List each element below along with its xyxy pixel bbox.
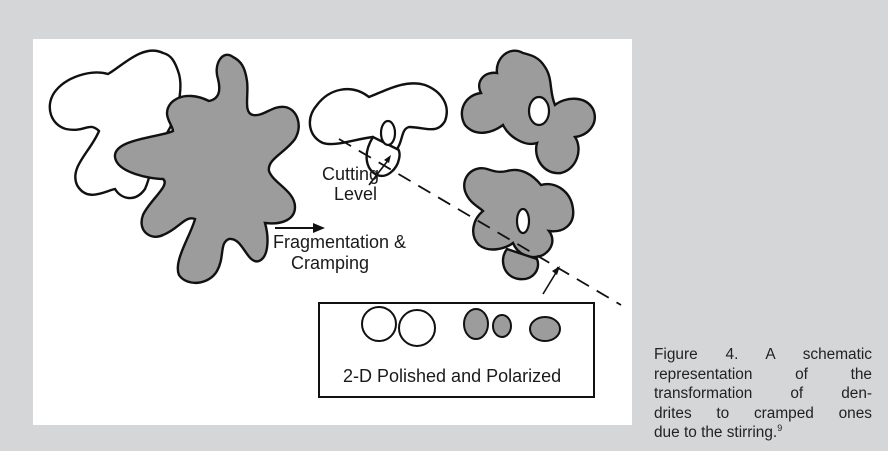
grey-cramped-top-hole xyxy=(529,97,549,125)
section-particle-4 xyxy=(493,315,511,337)
cutting-line xyxy=(339,139,621,305)
grey-cramped-bottom-hole xyxy=(517,209,529,233)
section-particle-2 xyxy=(399,310,435,346)
figure-panel: Cutting Level Fragmentation & Cramping 2… xyxy=(33,39,632,425)
caption-line-4: drites to cramped ones xyxy=(654,404,872,424)
caption-line-2: representation of the xyxy=(654,365,872,385)
section-label: 2-D Polished and Polarized xyxy=(343,366,561,387)
caption-line-5: due to the stirring.9 xyxy=(654,423,872,443)
figure-caption: Figure 4. A schematic representation of … xyxy=(654,345,872,443)
caption-reference: 9 xyxy=(777,423,782,433)
caption-line-3: transformation of den- xyxy=(654,384,872,404)
process-label-1: Fragmentation & xyxy=(273,232,406,253)
section-particle-1 xyxy=(362,307,396,341)
section-arrow-head xyxy=(552,266,560,275)
section-particle-3 xyxy=(464,309,488,339)
caption-line-1: Figure 4. A schematic xyxy=(654,345,872,365)
section-particle-5 xyxy=(530,317,560,341)
process-label-2: Cramping xyxy=(291,253,369,274)
cutting-level-label-2: Level xyxy=(334,184,377,205)
white-fragment-cut xyxy=(381,121,395,145)
caption-line-5-text: due to the stirring. xyxy=(654,424,777,441)
cutting-level-label-1: Cutting xyxy=(322,164,379,185)
section-arrow xyxy=(543,271,557,294)
